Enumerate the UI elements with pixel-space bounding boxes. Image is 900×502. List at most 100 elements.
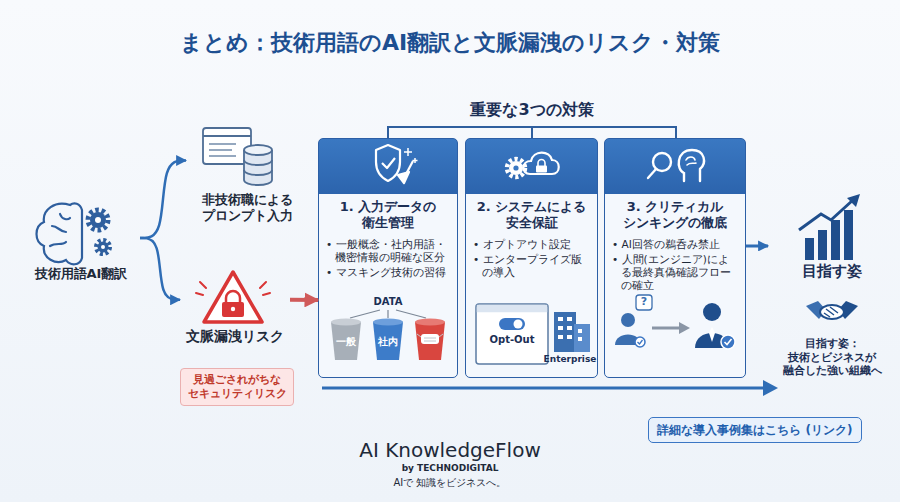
thinking-icon: [686, 157, 696, 165]
person-question: [621, 313, 635, 327]
callout-box: 見過ごされがちな セキュリティリスク: [180, 368, 294, 406]
cloud-gear-icon: [536, 166, 547, 173]
building-icon: [558, 335, 563, 339]
flow-connector: [140, 238, 180, 300]
cloud-gear-icon: [523, 153, 558, 174]
measure-panel: 2. システムによる 安全保証 • オプトアウト設定 • エンタープライズ版の導入: [465, 138, 598, 378]
bullet-text: • エンタープライズ版の導入: [473, 253, 590, 279]
growth-chart: [818, 230, 827, 260]
panel-heading: 1. 入力データの 衛生管理: [326, 199, 450, 232]
engineer-icon: [695, 303, 735, 349]
engineer-icon: [695, 333, 729, 348]
settings-window: [477, 305, 548, 313]
data-flow-lines: [350, 310, 426, 318]
bucket-internal: [373, 319, 403, 361]
browser-icon: [209, 143, 236, 144]
person-question: [636, 295, 652, 310]
person-question: [615, 295, 652, 347]
shield-icon: [376, 145, 400, 181]
shield-icon: [404, 148, 418, 163]
settings-window: [476, 304, 548, 364]
bullet-text: • 一般概念・社内用語・機密情報の明確な区分: [326, 238, 450, 264]
building-icon: [558, 317, 563, 321]
brain-icon: [50, 214, 70, 246]
goal-text: 目指す姿： 技術とビジネスが 融合した強い組織へ: [770, 337, 894, 378]
building-icon: [567, 335, 572, 339]
measure-panel: 3. クリティカル シンキングの徹底• AI回答の鵜呑み禁止• 人間(エンジニア…: [604, 138, 746, 378]
bucket-general: [331, 319, 361, 361]
link-text: 詳細な導入事例集はこちら (リンク): [653, 423, 857, 438]
warning-icon: [196, 272, 270, 322]
engineer-icon: [721, 335, 735, 349]
goal-heading: 目指す姿: [770, 262, 894, 281]
handshake-icon: [806, 301, 858, 319]
thinking-icon: [648, 150, 704, 181]
warning-icon: [196, 282, 270, 295]
brand-name: AI KnowledgeFlow: [300, 438, 600, 462]
node-text: 非技術職による プロンプト入力: [186, 192, 308, 225]
bucket-label: 一般: [331, 336, 361, 348]
bucket-label: 社内: [373, 336, 403, 348]
bullet-text: • AI回答の鵜呑み禁止: [612, 238, 738, 251]
building-icon: [567, 326, 572, 330]
engineer-icon: [709, 327, 715, 342]
database-icon: [244, 150, 272, 185]
shield-icon: [376, 145, 418, 183]
browser-icon: [203, 128, 251, 164]
node-text: 文脈漏洩リスク: [180, 328, 290, 346]
building-icon: [554, 312, 576, 352]
person-question: [635, 337, 645, 347]
shield-icon: [382, 158, 395, 168]
bucket-internal: [373, 319, 403, 326]
building-icon: [554, 312, 590, 352]
settings-window: [476, 304, 548, 364]
growth-chart: [805, 238, 814, 260]
shield-icon: [404, 161, 413, 178]
review-arrow: [679, 322, 690, 334]
brand-byline: by TECHNODIGITAL: [350, 463, 550, 474]
engineer-icon: [703, 303, 721, 321]
bucket-confidential: [421, 334, 439, 344]
cloud-gear-icon: [513, 165, 518, 170]
gear-icon: [88, 210, 108, 230]
flow-connector: [140, 160, 186, 238]
building-icon: [558, 326, 563, 330]
person-question: [638, 340, 643, 344]
flow-connector: [290, 298, 318, 302]
gear-icon: [88, 210, 110, 254]
brain-icon: [37, 203, 83, 264]
panel-heading: 2. システムによる 安全保証: [473, 199, 590, 232]
bucket-general: [331, 322, 361, 360]
cloud-gear-icon: [509, 161, 523, 175]
growth-chart: [844, 210, 853, 260]
brain-icon: [37, 203, 83, 264]
bullet-text: • オプトアウト設定: [473, 238, 590, 251]
callout-text: 見過ごされがちな セキュリティリスク: [184, 373, 290, 401]
cloud-gear-icon: [507, 153, 559, 177]
person-question: [615, 335, 641, 346]
bullet-text: • マスキング技術の習得: [326, 266, 450, 279]
gear-icon: [98, 242, 109, 253]
handshake-icon: [806, 301, 826, 319]
warning-icon: [231, 307, 235, 311]
bucket-confidential: [415, 322, 445, 360]
building-icon: [578, 337, 582, 341]
thinking-icon: [653, 153, 671, 171]
database-icon: [244, 145, 272, 155]
group-heading: 重要な3つの対策: [432, 100, 632, 119]
input-node: 非技術職による プロンプト入力: [186, 118, 308, 236]
warning-icon: [226, 291, 240, 303]
review-arrow: [652, 322, 690, 334]
title-text: まとめ：技術用語のAI翻訳と文脈漏洩のリスク・対策: [0, 30, 900, 56]
handshake-icon: [824, 307, 838, 317]
cloud-gear-icon: [538, 160, 545, 167]
bucket-internal: [373, 322, 403, 360]
measure-panel: 1. 入力データの 衛生管理 • 一般概念・社内用語・機密情報の明確な区分 • マス…: [318, 138, 458, 378]
handshake-icon: [838, 301, 858, 319]
settings-window: [514, 320, 523, 329]
panel-heading: 3. クリティカル シンキングの徹底: [612, 199, 738, 232]
building-icon: [567, 317, 572, 321]
gear-icon: [96, 240, 110, 254]
thinking-icon: [679, 150, 704, 181]
